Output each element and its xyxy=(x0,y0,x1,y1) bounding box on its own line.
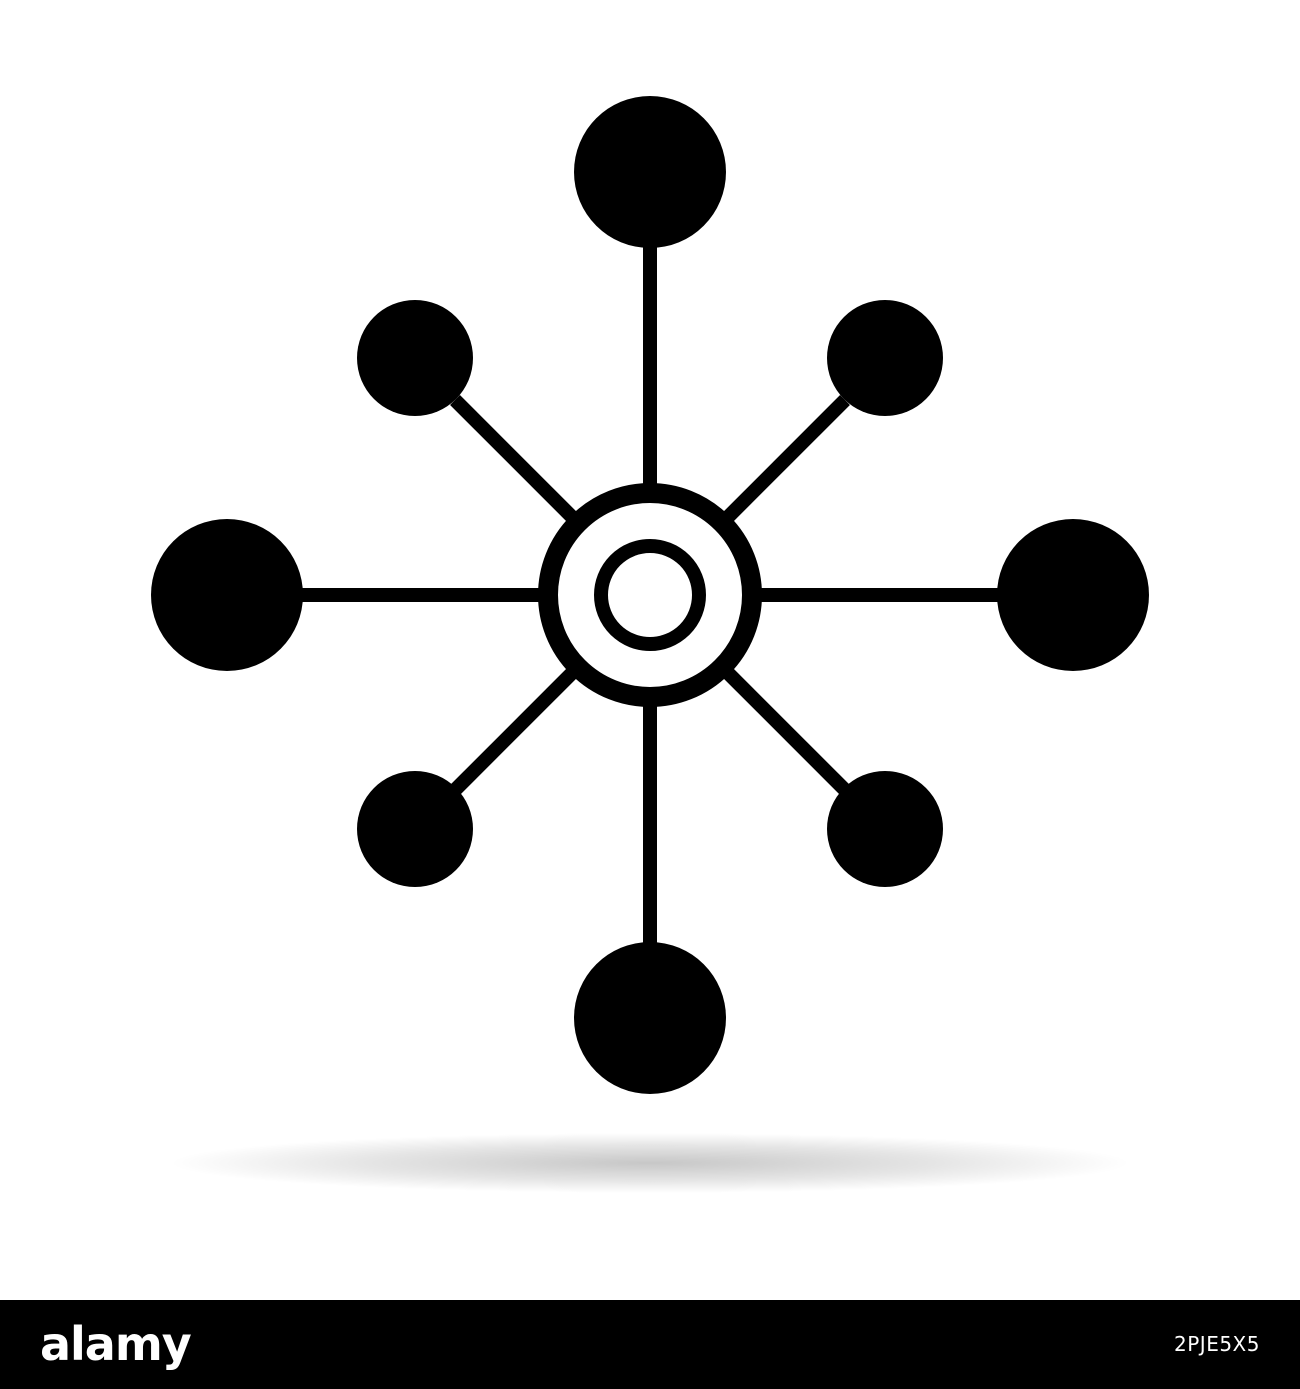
network-hub-icon xyxy=(151,96,1149,1193)
spoke-top-right xyxy=(717,395,850,528)
node-left xyxy=(151,519,303,671)
node-top-right xyxy=(827,300,943,416)
hub-outer-ring xyxy=(538,483,762,707)
node-bottom-right xyxy=(827,771,943,887)
image-id-label: 2PJE5X5 xyxy=(1174,1332,1260,1356)
node-top-left xyxy=(357,300,473,416)
node-right xyxy=(997,519,1149,671)
spoke-top-left xyxy=(450,395,583,528)
node-bottom-left xyxy=(357,771,473,887)
alamy-logo: alamy xyxy=(40,1317,192,1371)
central-hub xyxy=(538,483,762,707)
spokes xyxy=(300,245,1000,945)
spoke-bottom-right xyxy=(717,662,850,795)
node-top xyxy=(574,96,726,248)
spoke-bottom-left xyxy=(450,662,583,795)
drop-shadow xyxy=(170,1133,1130,1193)
outer-nodes xyxy=(151,96,1149,1094)
hub-inner-ring xyxy=(594,539,706,651)
node-bottom xyxy=(574,942,726,1094)
watermark-bar: alamy 2PJE5X5 xyxy=(0,1300,1300,1389)
